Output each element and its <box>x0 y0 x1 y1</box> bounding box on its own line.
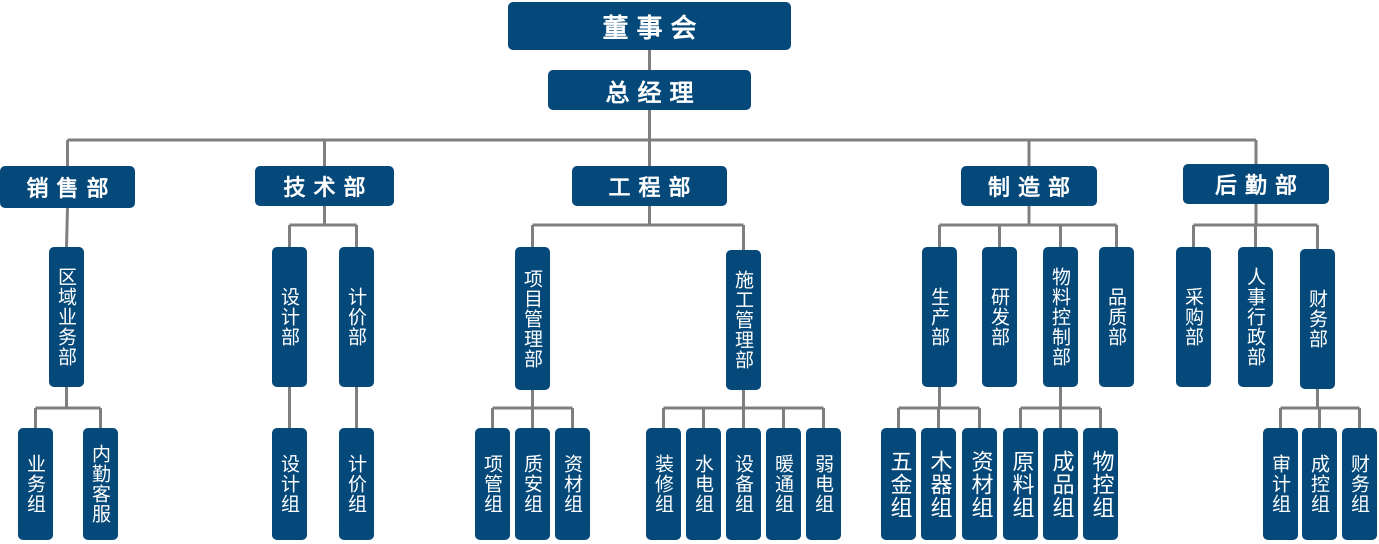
department-node: 后勤部 <box>1183 164 1329 204</box>
team-node: 项管组 <box>475 428 510 540</box>
unit-node: 采购部 <box>1176 247 1211 387</box>
team-node: 物控组 <box>1083 428 1118 540</box>
unit-node: 研发部 <box>982 247 1017 387</box>
team-node: 业务组 <box>18 428 53 540</box>
team-node: 暖通组 <box>766 428 801 540</box>
team-node: 资材组 <box>555 428 590 540</box>
unit-node: 计价部 <box>339 247 374 387</box>
ceo-node: 总经理 <box>548 70 751 110</box>
unit-node: 生产部 <box>922 247 957 387</box>
team-node: 木器组 <box>921 428 956 540</box>
department-node: 技术部 <box>255 166 394 206</box>
unit-node: 品质部 <box>1099 247 1134 387</box>
unit-node: 设计部 <box>272 247 307 387</box>
connector-line <box>65 207 69 248</box>
unit-node: 物料控制部 <box>1043 247 1078 387</box>
unit-node: 施工管理部 <box>726 250 761 390</box>
department-node: 销售部 <box>0 166 135 208</box>
board-node: 董事会 <box>508 2 791 50</box>
team-node: 水电组 <box>686 428 721 540</box>
team-node: 财务组 <box>1342 428 1377 540</box>
team-node: 计价组 <box>339 428 374 540</box>
unit-node: 区域业务部 <box>49 247 84 387</box>
team-node: 原料组 <box>1003 428 1038 540</box>
team-node: 内勤客服 <box>83 428 118 540</box>
team-node: 装修组 <box>646 428 681 540</box>
department-node: 工程部 <box>572 166 727 206</box>
team-node: 弱电组 <box>806 428 841 540</box>
team-node: 成控组 <box>1302 428 1337 540</box>
team-node: 资材组 <box>962 428 997 540</box>
team-node: 五金组 <box>881 428 916 540</box>
unit-node: 项目管理部 <box>515 247 550 390</box>
department-node: 制造部 <box>961 166 1097 206</box>
team-node: 成品组 <box>1043 428 1078 540</box>
unit-node: 财务部 <box>1300 249 1335 389</box>
team-node: 设计组 <box>272 428 307 540</box>
unit-node: 人事行政部 <box>1238 247 1273 387</box>
team-node: 设备组 <box>726 428 761 540</box>
team-node: 质安组 <box>515 428 550 540</box>
team-node: 审计组 <box>1263 428 1298 540</box>
